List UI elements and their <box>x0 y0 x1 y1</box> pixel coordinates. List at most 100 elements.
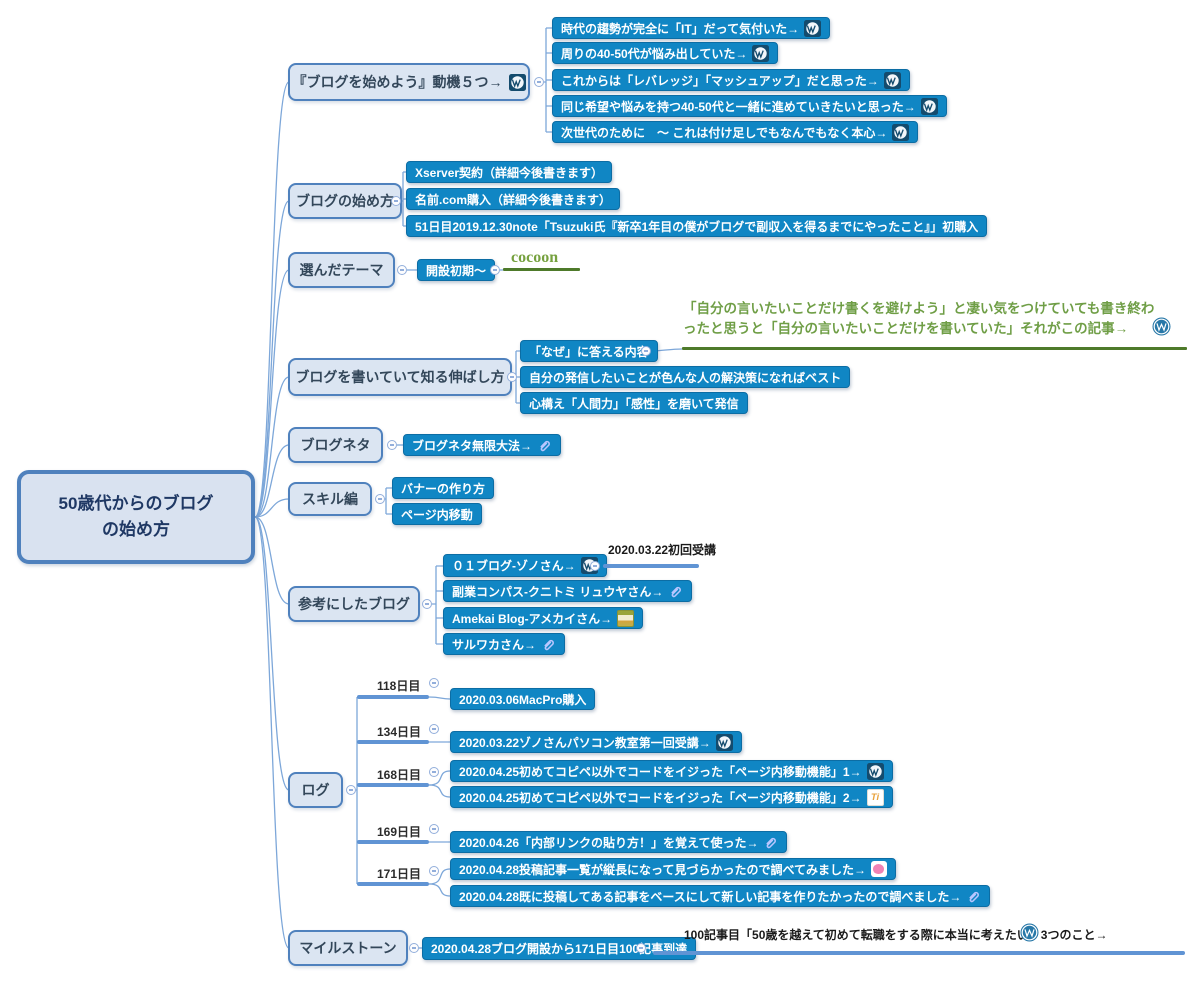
child-node[interactable]: ０１ブログ-ゾノさん→ <box>443 554 607 577</box>
collapse-button[interactable] <box>641 346 651 356</box>
node-label: 心構え「人間力」「感性」を磨いて発信 <box>529 396 739 411</box>
collapse-button[interactable] <box>636 943 646 953</box>
child-node[interactable]: ページ内移動 <box>392 503 482 525</box>
note-underline <box>653 951 1185 955</box>
child-node[interactable]: バナーの作り方 <box>392 477 495 499</box>
child-node[interactable]: Amekai Blog-アメカイさん→ <box>443 607 644 629</box>
amekai-favicon-icon[interactable] <box>617 609 635 627</box>
note-node-first-lesson[interactable]: 2020.03.22初回受講 <box>608 543 717 557</box>
child-node[interactable]: 開設初期〜 <box>417 259 496 281</box>
link-paperclip-icon[interactable] <box>668 584 683 599</box>
collapse-button[interactable] <box>387 440 397 450</box>
ti-favicon-icon[interactable]: Ti <box>866 788 884 806</box>
wordpress-icon[interactable] <box>508 73 526 91</box>
child-node[interactable]: 2020.04.28ブログ開設から171日目100記事到達 <box>422 937 697 960</box>
log-entry-node[interactable]: 2020.04.25初めてコピペ以外でコードをイジった「ページ内移動機能」2→ … <box>450 786 893 808</box>
wordpress-icon[interactable] <box>883 71 901 89</box>
branch-node-milestone[interactable]: マイルストーン <box>288 930 408 966</box>
child-node[interactable]: 副業コンパス-クニトミ リュウヤさん→ <box>443 580 693 602</box>
child-node[interactable]: 自分の発信したいことが色んな人の解決策になればベスト <box>520 366 851 388</box>
branch-node-growth[interactable]: ブログを書いていて知る伸ばし方 <box>288 358 512 396</box>
note-underline <box>603 564 699 568</box>
pink-site-favicon-icon[interactable] <box>870 861 887 877</box>
collapse-button[interactable] <box>429 866 439 876</box>
child-node[interactable]: 同じ希望や悩みを持つ40-50代と一緒に進めていきたいと思った→ <box>552 95 947 117</box>
child-node[interactable]: 「なぜ」に答える内容 <box>520 340 658 362</box>
child-node[interactable]: 時代の趨勢が完全に「IT」だって気付いた→ <box>552 17 831 39</box>
collapse-button[interactable] <box>429 824 439 834</box>
child-node[interactable]: 51日目2019.12.30note「Tsuzuki氏『新卒1年目の僕がブログで… <box>406 215 988 237</box>
wordpress-icon[interactable] <box>752 44 770 62</box>
node-label: 次世代のために 〜 これは付け足しでもなんでもなく本心→ <box>561 125 888 140</box>
day-node[interactable]: 118日目 <box>377 679 421 693</box>
note-node-green[interactable]: 「自分の言いたいことだけ書くを避けよう」と凄い気をつけていても書き終わ ったと思… <box>683 299 1161 339</box>
collapse-button[interactable] <box>409 943 419 953</box>
wordpress-icon[interactable] <box>892 123 910 141</box>
child-node[interactable]: 次世代のために 〜 これは付け足しでもなんでもなく本心→ <box>552 121 919 143</box>
node-label: 2020.04.26「内部リンクの貼り方！」を覚えて使った→ <box>459 835 759 850</box>
branch-label: 参考にしたブログ <box>298 596 410 612</box>
root-title-line2: の始め方 <box>102 520 170 539</box>
branch-node-start[interactable]: ブログの始め方 <box>288 183 402 219</box>
wordpress-icon[interactable] <box>715 733 733 751</box>
collapse-button[interactable] <box>346 785 356 795</box>
log-entry-node[interactable]: 2020.03.22ゾノさんパソコン教室第一回受講→ <box>450 731 742 753</box>
branch-node-theme[interactable]: 選んだテーマ <box>288 252 395 288</box>
link-paperclip-icon[interactable] <box>541 637 556 652</box>
node-label: これからは「レバレッジ」「マッシュアップ」だと思った→ <box>561 73 879 88</box>
wordpress-circle-icon[interactable] <box>1152 317 1171 336</box>
collapse-button[interactable] <box>429 767 439 777</box>
collapse-button[interactable] <box>429 678 439 688</box>
child-node[interactable]: 名前.com購入（詳細今後書きます） <box>406 188 621 210</box>
child-node[interactable]: 周りの40-50代が悩み出していた→ <box>552 42 779 64</box>
log-entry-node[interactable]: 2020.04.28既に投稿してある記事をベースにして新しい記事を作りたかったの… <box>450 885 991 907</box>
note-node-cocoon[interactable]: cocoon <box>511 249 559 266</box>
log-entry-node[interactable]: 2020.03.06MacPro購入 <box>450 688 596 710</box>
collapse-button[interactable] <box>490 265 500 275</box>
branch-node-motives[interactable]: 『ブログを始めよう』動機５つ→ <box>288 63 530 101</box>
child-node[interactable]: サルワカさん→ <box>443 633 566 655</box>
collapse-button[interactable] <box>429 724 439 734</box>
link-paperclip-icon[interactable] <box>966 889 981 904</box>
log-entry-node[interactable]: 2020.04.28投稿記事一覧が縦長になって見づらかったので調べてみました→ <box>450 858 896 880</box>
node-label: 同じ希望や悩みを持つ40-50代と一緒に進めていきたいと思った→ <box>561 99 916 114</box>
branch-label: ブログを書いていて知る伸ばし方 <box>295 369 505 385</box>
day-node[interactable]: 169日目 <box>377 825 422 839</box>
link-paperclip-icon[interactable] <box>537 438 552 453</box>
collapse-button[interactable] <box>590 561 600 571</box>
child-node[interactable]: 心構え「人間力」「感性」を磨いて発信 <box>520 392 748 414</box>
day-node[interactable]: 168日目 <box>377 768 422 782</box>
node-label: サルワカさん→ <box>452 637 537 652</box>
day-underline <box>357 882 429 886</box>
child-node[interactable]: これからは「レバレッジ」「マッシュアップ」だと思った→ <box>552 69 910 91</box>
log-entry-node[interactable]: 2020.04.26「内部リンクの貼り方！」を覚えて使った→ <box>450 831 788 853</box>
root-node[interactable]: 50歳代からのブログ の始め方 <box>17 470 255 564</box>
child-node[interactable]: Xserver契約（詳細今後書きます） <box>406 161 613 183</box>
branch-node-skills[interactable]: スキル編 <box>288 482 372 516</box>
wordpress-icon[interactable] <box>866 762 884 780</box>
branch-node-log[interactable]: ログ <box>288 772 343 808</box>
root-title-line1: 50歳代からのブログ <box>58 493 214 513</box>
child-node[interactable]: ブログネタ無限大法→ <box>403 434 562 456</box>
day-underline <box>357 740 429 744</box>
wordpress-icon[interactable] <box>804 19 822 37</box>
day-node[interactable]: 134日目 <box>377 725 422 739</box>
wordpress-icon[interactable] <box>920 97 938 115</box>
collapse-button[interactable] <box>507 372 517 382</box>
day-node[interactable]: 171日目 <box>377 867 422 881</box>
link-paperclip-icon[interactable] <box>763 835 778 850</box>
branch-label: スキル編 <box>302 491 358 507</box>
branch-label: ブログの始め方 <box>296 193 394 209</box>
day-underline <box>357 840 429 844</box>
collapse-button[interactable] <box>422 599 432 609</box>
collapse-button[interactable] <box>534 77 544 87</box>
wordpress-circle-icon[interactable] <box>1020 923 1039 942</box>
collapse-button[interactable] <box>391 196 401 206</box>
log-entry-node[interactable]: 2020.04.25初めてコピペ以外でコードをイジった「ページ内移動機能」1→ <box>450 760 893 782</box>
branch-node-references[interactable]: 参考にしたブログ <box>288 586 420 622</box>
collapse-button[interactable] <box>397 265 407 275</box>
node-label: Amekai Blog-アメカイさん→ <box>452 611 613 626</box>
branch-node-ideas[interactable]: ブログネタ <box>288 427 383 463</box>
collapse-button[interactable] <box>375 494 385 504</box>
note-node-100th-article[interactable]: 100記事目「50歳を越えて初めて転職をする際に本当に考えたい」3つのこと→ <box>684 928 1108 942</box>
